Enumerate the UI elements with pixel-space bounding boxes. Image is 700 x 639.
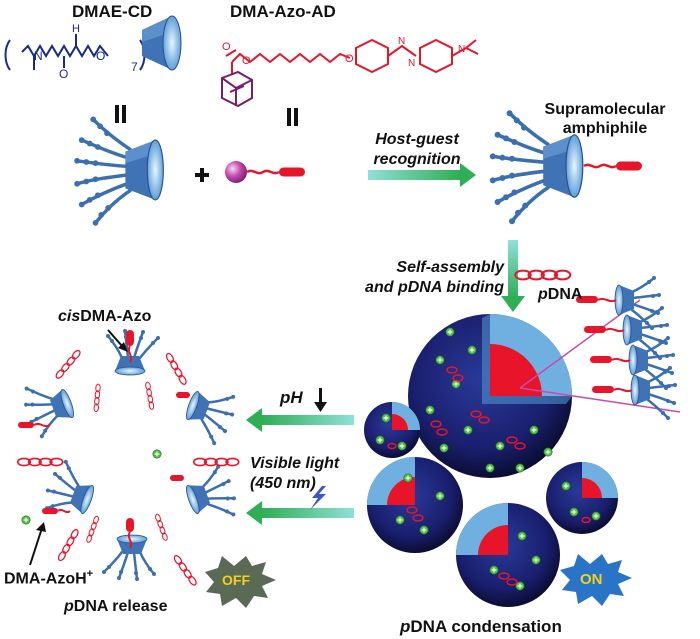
cis-label-rest: DMA-Azo: [80, 308, 152, 325]
self-assembly-line2-p: p: [397, 279, 408, 296]
down-arrow-icon: [314, 388, 327, 412]
dmae-cd-cartoon: [72, 114, 166, 228]
self-assembly-label: Self-assembly and pDNA binding: [332, 258, 504, 298]
nanoparticle-small-4: [546, 462, 618, 534]
released-assemblies: [16, 327, 244, 587]
cd-structure-n-atom: N: [34, 49, 43, 63]
plus-icon: [195, 168, 209, 182]
equivalence-bars-right: [287, 108, 298, 126]
self-assembly-arrow: [501, 240, 525, 312]
azo-structure-n-atom-1: N: [398, 36, 405, 47]
condensation-label-rest: DNA condensation: [410, 617, 562, 636]
azo-structure-n-atom-2: N: [408, 58, 415, 69]
nanoparticle-small-1: [364, 402, 420, 458]
cis-label-prefix: cis: [58, 308, 81, 325]
azo-structure-o-atom-1: O: [222, 41, 231, 53]
host-guest-line2: recognition: [373, 151, 461, 168]
dmae-cd-title: DMAE-CD: [72, 2, 153, 21]
on-starburst-icon: [560, 554, 632, 606]
cis-pointer-arrow: [107, 329, 128, 352]
visible-light-line1: Visible light: [250, 455, 340, 472]
azoh-pointer-arrow: [29, 522, 46, 566]
self-assembly-line2-prefix: and: [365, 279, 398, 296]
host-guest-line1: Host-guest: [375, 131, 459, 148]
ph-label: pH: [280, 388, 303, 407]
release-label-p: p: [64, 598, 74, 615]
off-starburst-icon: [205, 556, 276, 608]
visible-light-line2: (450 nm): [250, 475, 316, 492]
pdna-label-rest: DNA: [547, 286, 583, 303]
off-label: OFF: [222, 572, 250, 588]
nanoparticle-small-2: [367, 457, 463, 553]
dma-azoh-label: DMA-AzoH+: [4, 568, 93, 588]
azoh-label-sup: +: [86, 568, 94, 580]
pdna-release-label: pDNA release: [64, 598, 167, 616]
ph-arrow: [246, 408, 354, 432]
adamantane-ball-icon: [225, 161, 247, 183]
equivalence-bars-left: [115, 105, 126, 123]
on-label: ON: [580, 571, 603, 588]
nanoparticle-large: [408, 314, 572, 478]
self-assembly-line2-suffix: DNA binding: [407, 279, 504, 296]
cd-structure-h-atom: H: [72, 23, 80, 35]
repeat-subscript: 7: [131, 60, 138, 74]
condensation-label-p: p: [400, 617, 411, 636]
supramolecular-line1: Supramolecular: [544, 101, 666, 118]
self-assembly-line2: and pDNA binding: [332, 278, 504, 298]
visible-light-arrow: [246, 501, 354, 525]
supramolecular-line2: amphiphile: [562, 120, 648, 137]
host-guest-arrow: [368, 163, 476, 187]
host-guest-label: Host-guest recognition: [362, 130, 472, 170]
azo-structure-o-atom-2: O: [242, 55, 251, 67]
cyclodextrin-icon: [142, 15, 182, 71]
dma-azo-ad-structure: [221, 38, 479, 108]
azo-structure-n-atom-3: N: [458, 44, 465, 55]
azo-structure-o-atom-3: O: [345, 53, 354, 65]
pdna-chain-icon: [514, 269, 572, 281]
pdna-label-p: p: [538, 286, 548, 303]
release-label-rest: DNA release: [73, 598, 168, 615]
cd-structure-o-atom-2: O: [96, 49, 105, 63]
azoh-label-text: DMA-AzoH: [4, 570, 87, 588]
self-assembly-line1: Self-assembly: [396, 259, 504, 276]
dma-azo-ad-title: DMA-Azo-AD: [230, 2, 336, 21]
dma-azo-ad-cartoon: [225, 161, 307, 183]
bound-pdna: [387, 366, 591, 586]
visible-light-label: Visible light (450 nm): [250, 454, 339, 494]
lightning-icon: [310, 486, 326, 510]
cd-structure-o-atom: O: [59, 67, 68, 81]
zoom-inset: [519, 274, 681, 422]
cis-dma-azo-label: cisDMA-Azo: [58, 308, 151, 326]
nanoparticle-small-3: [456, 503, 560, 607]
dmae-cd-structure: [4, 34, 146, 71]
nanoparticle-cluster: [364, 314, 618, 607]
supramolecular-amphiphile-label: Supramolecular amphiphile: [540, 100, 670, 138]
pdna-label: pDNA: [538, 286, 582, 304]
pdna-condensation-label: pDNA condensation: [400, 617, 562, 637]
